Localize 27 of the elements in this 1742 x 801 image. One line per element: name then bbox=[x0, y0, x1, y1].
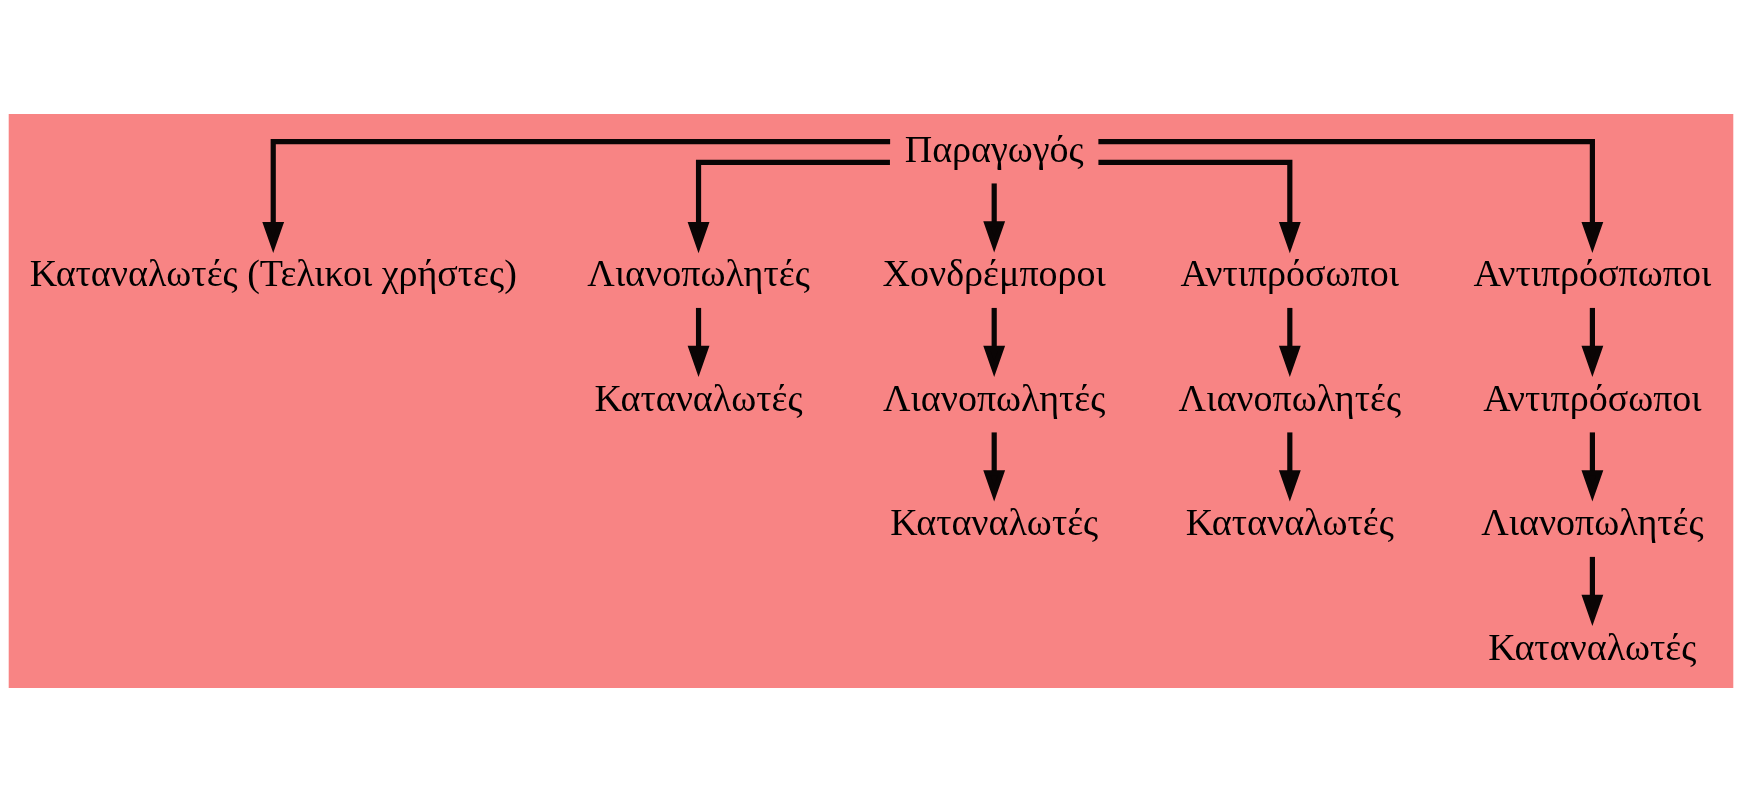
node-text: Καταναλωτές bbox=[1488, 625, 1697, 668]
node-text: Καταναλωτές bbox=[890, 500, 1099, 543]
arrow bbox=[983, 307, 1006, 377]
node-text: Αντιπρόσωποι bbox=[1483, 376, 1702, 419]
node-text: Λιανοπωλητές bbox=[882, 376, 1106, 419]
arrow bbox=[983, 431, 1006, 501]
arrow bbox=[1581, 431, 1604, 501]
arrow bbox=[1581, 307, 1604, 377]
node-text: Λιανοπωλητές bbox=[1178, 376, 1402, 419]
arrow bbox=[1278, 431, 1301, 501]
node-text: Λιανοπωλητές bbox=[1481, 500, 1704, 543]
arrow bbox=[687, 307, 710, 377]
arrow bbox=[1278, 307, 1301, 377]
arrow bbox=[983, 182, 1006, 253]
node-text: Λιανοπωλητές bbox=[587, 251, 810, 294]
node-text: Παραγωγός bbox=[904, 127, 1084, 170]
node-text: Αντιπρόσωποι bbox=[1180, 251, 1400, 294]
node-text: Χονδρέμποροι bbox=[882, 251, 1106, 294]
arrow bbox=[262, 138, 891, 253]
arrow bbox=[1098, 138, 1604, 253]
node-text: Καταναλωτές bbox=[1185, 500, 1394, 543]
arrow bbox=[1581, 556, 1604, 626]
node-text: Αντιπρόσπωποι bbox=[1473, 251, 1712, 294]
arrow bbox=[687, 159, 890, 253]
arrow bbox=[1098, 159, 1301, 253]
node-text: Καταναλωτές bbox=[594, 376, 803, 419]
node-text: Καταναλωτές (Τελικοι χρήστες) bbox=[29, 251, 517, 294]
